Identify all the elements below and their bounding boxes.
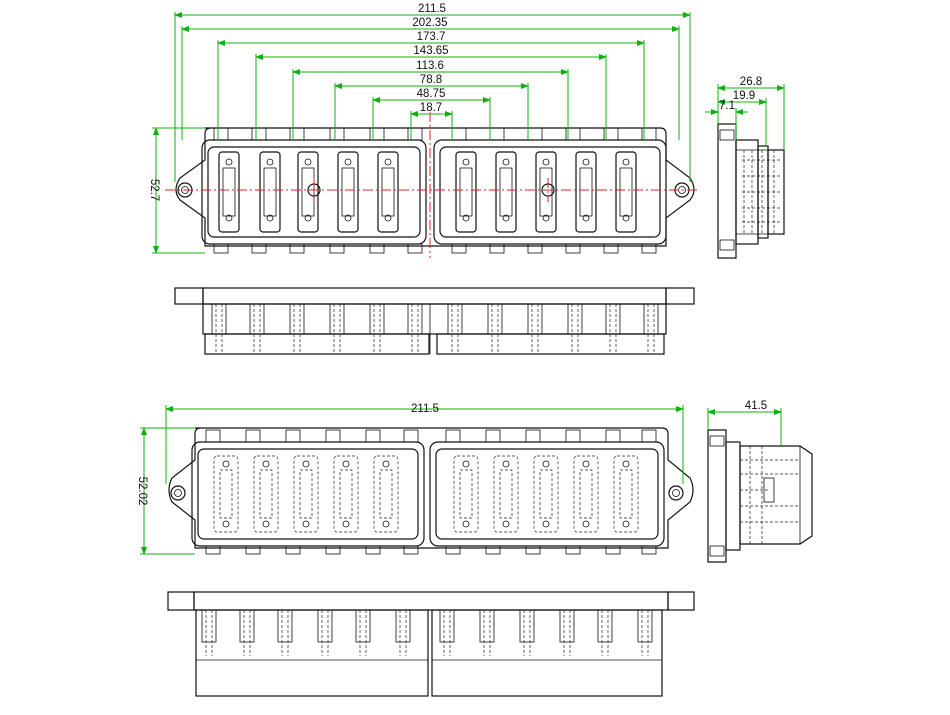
dim-height-52-7: 52.7	[148, 179, 160, 201]
bottom-side-view-dimensions: 41.5	[707, 400, 782, 446]
dim-bottom-height-52-02: 52.02	[136, 477, 148, 506]
bottom-side-view	[707, 429, 813, 563]
front-view-upper	[174, 287, 695, 355]
dim-width-173-7: 173.7	[417, 31, 446, 43]
dim-width-18-7: 18.7	[420, 102, 442, 114]
dim-depth-41-5: 41.5	[745, 400, 767, 412]
dim-width-143-65: 143.65	[413, 45, 448, 57]
dim-width-48-75: 48.75	[417, 88, 446, 100]
dim-side-26-8: 26.8	[740, 76, 762, 88]
dim-width-202-35: 202.35	[412, 17, 447, 29]
side-view-dimensions: 26.8 19.9 7.1	[705, 76, 785, 150]
dim-width-113-6: 113.6	[416, 60, 444, 72]
bottom-view	[168, 427, 694, 555]
front-view-lower	[167, 591, 695, 697]
side-view	[717, 123, 785, 259]
bottom-view-dimensions: 211.5 52.02	[136, 403, 684, 555]
dim-side-19-9: 19.9	[733, 90, 755, 102]
dim-side-7-1: 7.1	[719, 100, 735, 112]
top-view-dimensions: 211.5 202.35 173.7 143.65 113.6 78.8 48.…	[148, 3, 691, 254]
dim-bottom-width-211-5: 211.5	[411, 403, 439, 415]
dim-width-211-5: 211.5	[418, 3, 446, 15]
top-view	[165, 112, 700, 258]
dim-width-78-8: 78.8	[420, 74, 442, 86]
